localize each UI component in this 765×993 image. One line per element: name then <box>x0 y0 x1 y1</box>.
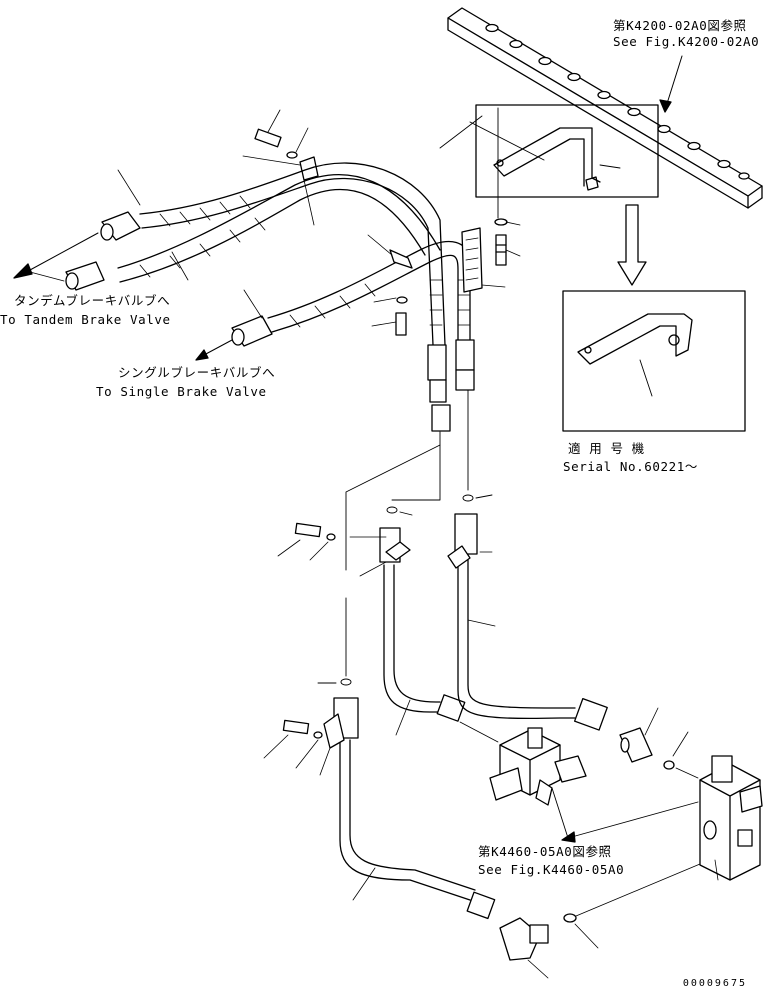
fittings-right <box>499 707 701 979</box>
single-valve-label-jp: シングルブレーキバルブへ <box>118 365 276 380</box>
single-valve-label-en: To Single Brake Valve <box>96 384 267 399</box>
frame-rail <box>447 7 763 209</box>
bracket-detail-box-serial <box>562 290 746 432</box>
tandem-valve-label-en: To Tandem Brake Valve <box>0 312 171 327</box>
down-arrow <box>617 204 647 286</box>
serial-number-label: Serial No.60221～ <box>563 459 698 474</box>
applicable-models-label: 適 用 号 機 <box>568 441 645 456</box>
bracket-detail-box-top <box>439 104 659 219</box>
ref-k4200-jp: 第K4200-02A0図参照 <box>613 18 747 33</box>
ref-k4200-en: See Fig.K4200-02A0 <box>613 34 760 49</box>
rail-bolts <box>494 218 521 266</box>
tandem-valve-label-jp: タンデムブレーキバルブへ <box>14 293 171 308</box>
figure-number: 00009675 <box>682 978 747 989</box>
ref-k4460-en: See Fig.K4460-05A0 <box>478 862 625 877</box>
right-valve-block <box>561 755 763 881</box>
flow-arrows <box>13 232 233 361</box>
brake-hoses <box>65 162 506 432</box>
lower-leaders <box>317 389 493 686</box>
ref-k4460-jp: 第K4460-05A0図参照 <box>478 844 612 859</box>
brake-valve-body <box>489 727 587 839</box>
steel-tubes <box>263 513 608 920</box>
